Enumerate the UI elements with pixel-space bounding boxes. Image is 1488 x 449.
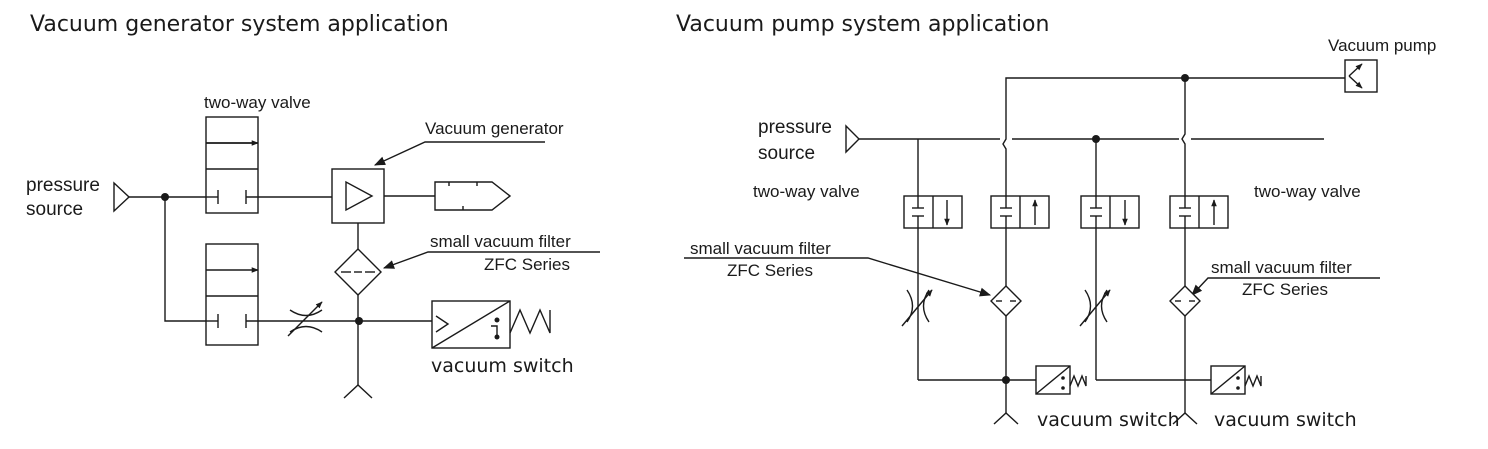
- right-filter-leader-left: [684, 257, 992, 297]
- left-vacuum-switch: [431, 300, 551, 349]
- right-vacuum-switch-2: [1210, 365, 1262, 395]
- left-vacuum-generator-label: Vacuum generator: [425, 119, 564, 138]
- left-generator-leader: [373, 141, 545, 166]
- right-valve-2: [990, 195, 1050, 229]
- left-filter-label-line2: ZFC Series: [484, 255, 570, 274]
- left-suction-cup: [343, 384, 373, 399]
- left-pressure-source-label: pressure source: [26, 175, 100, 220]
- left-vacuum-generator: [331, 168, 385, 224]
- right-vacuum-pump-label: Vacuum pump: [1328, 36, 1436, 55]
- right-two-way-valve-label-left: two-way valve: [753, 182, 860, 201]
- right-suction-cup-1: [993, 412, 1019, 425]
- left-vacuum-filter: [334, 248, 382, 296]
- right-throttle-1: [901, 289, 933, 327]
- right-pump-header: [1002, 77, 1345, 196]
- left-filter-label-line1: small vacuum filter: [430, 232, 571, 251]
- left-vacuum-switch-label: vacuum switch: [431, 355, 574, 377]
- right-filter-label-right-line2: ZFC Series: [1242, 280, 1328, 299]
- right-filter-leader-right: [1191, 277, 1380, 296]
- left-filter-leader: [382, 251, 600, 269]
- right-valve-4: [1169, 195, 1229, 229]
- right-vacuum-switch-label-2: vacuum switch: [1214, 409, 1357, 431]
- left-upper-valve: [205, 116, 259, 214]
- right-valve-1: [903, 195, 963, 229]
- left-lower-valve: [205, 243, 259, 346]
- right-throttle-2: [1079, 289, 1111, 327]
- left-pressure-source-symbol: [113, 181, 131, 213]
- right-valve-3: [1080, 195, 1140, 229]
- right-diagram: Vacuum pump system application Vacuum pu…: [676, 12, 1436, 431]
- right-title: Vacuum pump system application: [676, 12, 1049, 37]
- left-two-way-valve-label: two-way valve: [204, 93, 311, 112]
- right-pressure-source-label: pressure source: [758, 117, 832, 164]
- right-filter-label-right-line1: small vacuum filter: [1211, 258, 1352, 277]
- right-suction-cup-2: [1172, 412, 1198, 425]
- right-filter-1: [990, 285, 1022, 317]
- left-junction-bottom: [355, 317, 363, 325]
- right-filter-label-left-line2: ZFC Series: [727, 261, 813, 280]
- right-junction-bottom-1: [1002, 376, 1010, 384]
- source-label: source: [26, 199, 83, 220]
- pressure-label: pressure: [758, 117, 832, 138]
- right-vacuum-switch-1: [1035, 365, 1087, 395]
- left-branch-line: [164, 197, 206, 322]
- pressure-label: pressure: [26, 175, 100, 196]
- source-label: source: [758, 143, 815, 164]
- left-title: Vacuum generator system application: [30, 12, 449, 37]
- left-throttle-valve: [287, 301, 323, 337]
- right-filter-label-left-line1: small vacuum filter: [690, 239, 831, 258]
- left-silencer: [434, 181, 512, 211]
- right-pump-branch: [1181, 78, 1186, 196]
- right-pressure-source-symbol: [845, 124, 860, 154]
- left-diagram: Vacuum generator system application pres…: [26, 12, 600, 399]
- right-two-way-valve-label-right: two-way valve: [1254, 182, 1361, 201]
- right-vacuum-switch-label-1: vacuum switch: [1037, 409, 1180, 431]
- right-vacuum-pump: [1344, 59, 1378, 93]
